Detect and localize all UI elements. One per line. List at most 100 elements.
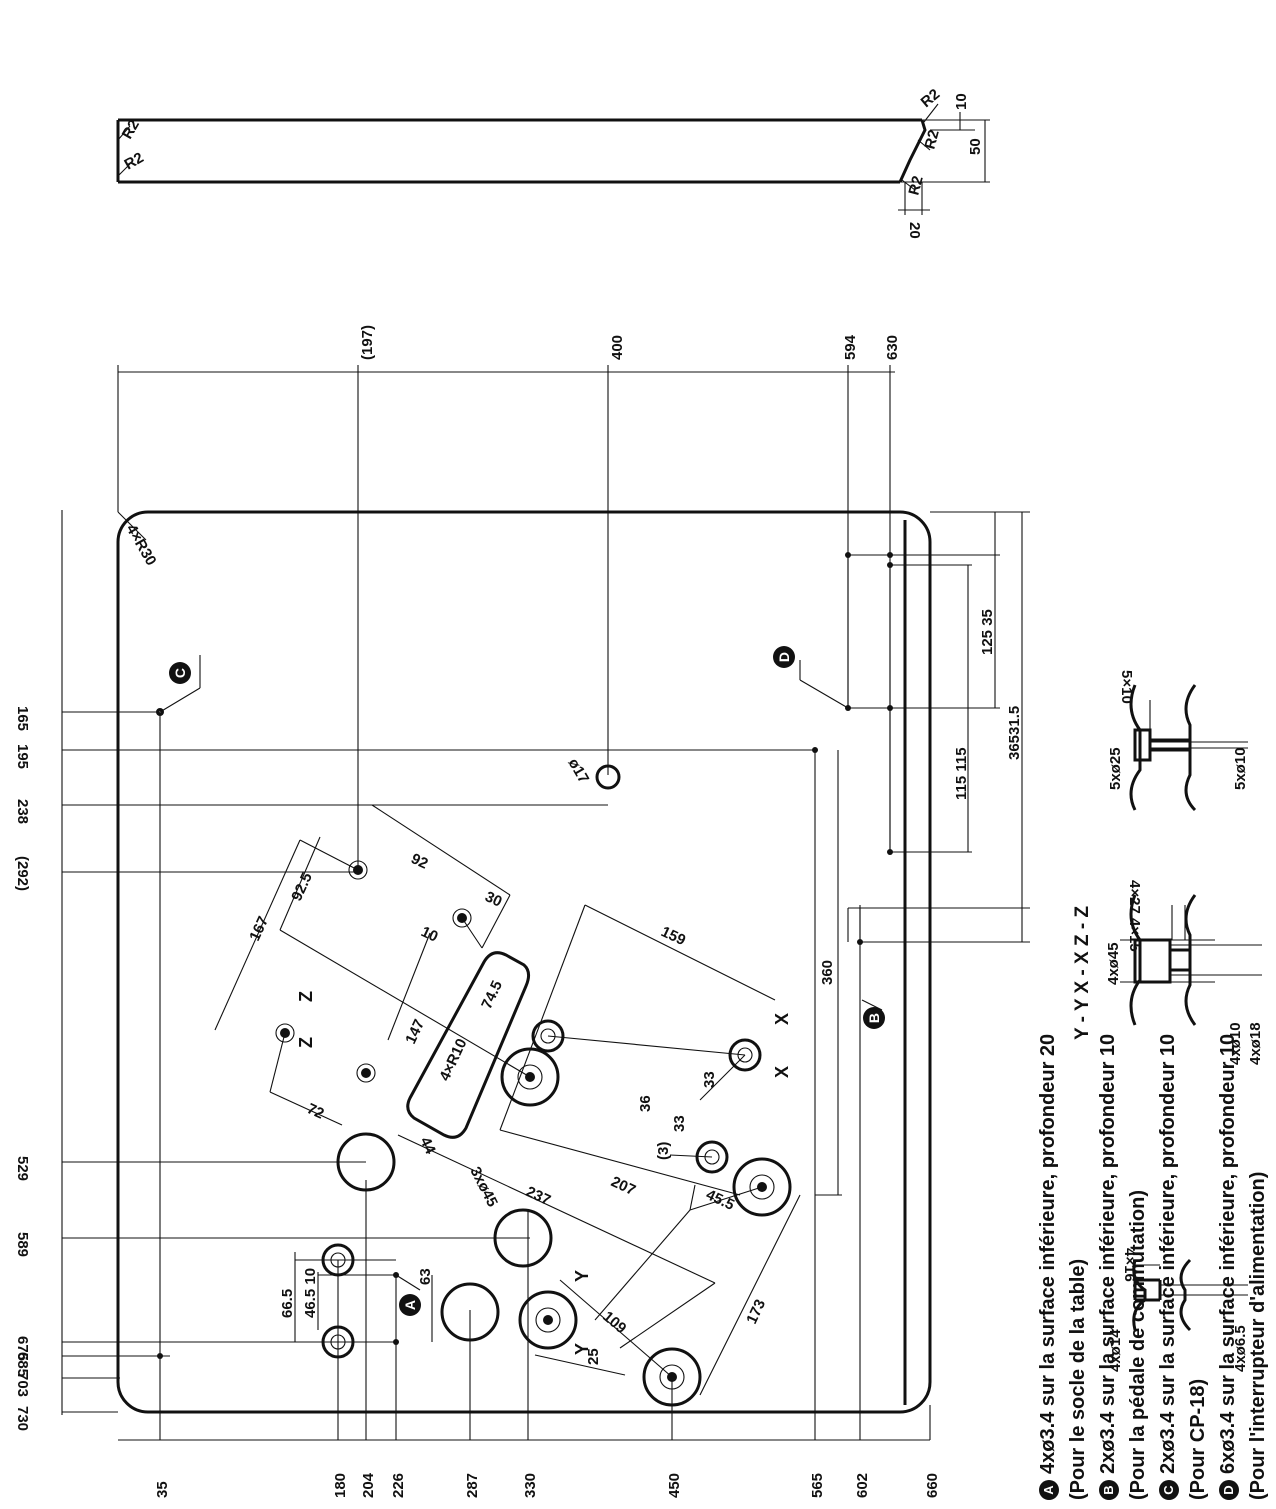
- bottom-dim: 180: [332, 1473, 349, 1498]
- legend-item-b: B2xø3.4 sur la surface inférieure, profo…: [1093, 0, 1123, 1500]
- left-dim: 165: [14, 706, 31, 731]
- top-dim: (197): [359, 325, 376, 360]
- section-z-mid: 5xø25: [1107, 747, 1124, 790]
- side-r2-label: R2: [905, 174, 926, 197]
- section-marker-y: Y: [572, 1343, 592, 1355]
- section-y-mid: 4xø14: [1107, 1329, 1124, 1372]
- inner-dim: 46.5 10: [302, 1268, 319, 1318]
- legend-note-a: (Pour le socle de la table): [1067, 1258, 1089, 1500]
- inner-dim: 25: [585, 1348, 602, 1365]
- marker-a-circle: [399, 1294, 421, 1316]
- section-x-mid: 4xø45: [1105, 942, 1122, 985]
- side-profile-view: [116, 103, 990, 215]
- inner-dim: 45.5: [703, 1186, 737, 1214]
- bottom-dim: 450: [666, 1473, 683, 1498]
- inner-dim: 109: [599, 1308, 629, 1337]
- marker-c-circle: [169, 662, 191, 684]
- section-marker-x: X: [772, 1013, 792, 1025]
- inner-dim: 237: [523, 1183, 553, 1209]
- hole: [812, 747, 818, 753]
- section-marker-y: Y: [572, 1270, 592, 1282]
- left-dim: 529: [14, 1156, 31, 1181]
- marker-d-label: D: [776, 652, 792, 662]
- hole: [156, 708, 164, 716]
- left-dim: 589: [14, 1232, 31, 1257]
- legend-text-a: 4xø3.4 sur la surface inférieure, profon…: [1037, 1033, 1059, 1474]
- section-marker-z: Z: [296, 991, 316, 1002]
- bottom-dim: 287: [464, 1473, 481, 1498]
- side-dim-50: 50: [967, 138, 984, 155]
- side-dim-10: 10: [953, 93, 970, 110]
- legend-text-c: 2xø3.4 sur la surface inférieure, profon…: [1157, 1033, 1179, 1474]
- section-detail-x: [1120, 894, 1262, 1026]
- bottom-dim: 35: [154, 1481, 171, 1498]
- top-dim: 400: [609, 335, 626, 360]
- counterbore-hole: [695, 1140, 729, 1174]
- inner-dim: 33: [671, 1115, 688, 1132]
- inner-dim: 92.5: [288, 870, 316, 904]
- inner-dim: 159: [658, 923, 688, 949]
- section-title: Y - Y X - X Z - Z: [1072, 906, 1093, 1040]
- inner-dim: 63: [417, 1268, 434, 1285]
- left-dim: 238: [14, 799, 31, 824]
- legend-item-a: A 4xø3.4 sur la surface inférieure, profo…: [1033, 0, 1063, 1500]
- hole: [857, 939, 863, 945]
- section-z-top: 5×10: [1118, 670, 1135, 704]
- table-top-outline: [116, 510, 932, 1414]
- top-dim: 594: [842, 334, 859, 360]
- section-marker-x: X: [772, 1066, 792, 1078]
- hole: [356, 1063, 376, 1083]
- hole-45: [493, 1208, 553, 1268]
- section-x-top: 4×27 4×15: [1126, 880, 1143, 952]
- left-dim: 730: [14, 1406, 31, 1431]
- section-x-bot2: 4xø18: [1247, 1022, 1264, 1065]
- section-detail-y: [1132, 1258, 1248, 1332]
- hole: [887, 562, 893, 568]
- hole: [887, 552, 893, 558]
- inner-dim: 10: [418, 923, 440, 945]
- side-dim-20: 20: [906, 222, 923, 239]
- hole-17-label: ø17: [565, 756, 593, 787]
- hole: [275, 1023, 295, 1043]
- inner-dim: 33: [701, 1071, 718, 1088]
- hole: [887, 705, 893, 711]
- legend-badge-c: C: [1159, 1480, 1179, 1500]
- left-dim: (292): [14, 856, 31, 891]
- counterbore-hole: [518, 1290, 578, 1350]
- top-dim: 630: [884, 335, 901, 360]
- inner-dim: 167: [246, 914, 272, 944]
- belt-slot: [406, 951, 531, 1139]
- legend-badge-d: D: [1219, 1480, 1239, 1500]
- inner-dim: 66.5: [279, 1289, 296, 1318]
- section-y-bot: 4xø6.5: [1232, 1325, 1249, 1372]
- side-r2-label: R2: [921, 128, 942, 151]
- inner-dim: 74.5: [478, 978, 506, 1012]
- legend-note-b: (Pour la pédale de commutation): [1127, 1189, 1149, 1500]
- hole-17: [595, 764, 621, 790]
- hole-45: [440, 1282, 500, 1342]
- legend-badge-a: A: [1039, 1480, 1059, 1500]
- bottom-dim: 226: [390, 1473, 407, 1498]
- marker-b-circle: [863, 1007, 885, 1029]
- left-dim: 685: [14, 1352, 31, 1377]
- section-y-top: 4×16: [1121, 1248, 1138, 1282]
- legend-badge-b: B: [1099, 1480, 1119, 1500]
- right-dim: 115 115: [953, 747, 970, 800]
- hole: [348, 860, 368, 880]
- legend-note-d: (Pour l'interrupteur d'alimentation): [1247, 1171, 1269, 1500]
- hole-45: [336, 1132, 396, 1192]
- marker-b-label: B: [866, 1013, 882, 1023]
- inner-dim: 207: [608, 1173, 638, 1199]
- legend-item-d: D6xø3.4 sur la surface inférieure, profo…: [1213, 0, 1243, 1500]
- counterbore-hole: [728, 1038, 762, 1072]
- right-dim: 36531.5: [1006, 706, 1023, 760]
- hole: [452, 908, 472, 928]
- inner-dim: 173: [743, 1297, 769, 1327]
- marker-c-label: C: [172, 668, 188, 678]
- left-dim: 675: [14, 1336, 31, 1361]
- hole: [845, 552, 851, 558]
- bottom-dim: 330: [522, 1473, 539, 1498]
- bottom-dim: 602: [854, 1473, 871, 1498]
- inner-dim: 44: [416, 1135, 439, 1158]
